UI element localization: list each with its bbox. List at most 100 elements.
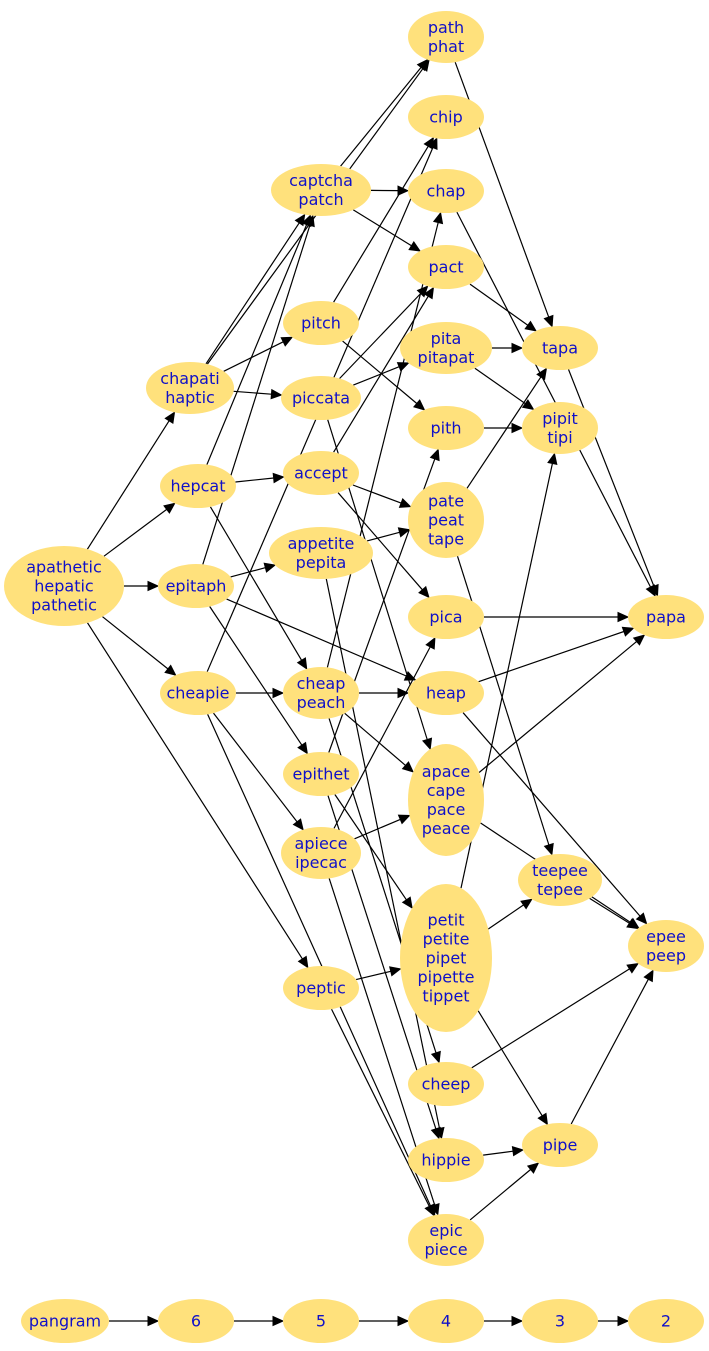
- node-shape: [408, 245, 484, 289]
- node-hepcat: hepcat: [160, 464, 236, 508]
- edge-line: [340, 67, 422, 167]
- edge-captcha-to-pact: [352, 209, 422, 252]
- edge-line: [213, 712, 298, 823]
- arrowhead-icon: [632, 634, 646, 646]
- node-shape: [522, 1123, 598, 1167]
- node-shape: [283, 1299, 359, 1343]
- edge-apathetic-to-cheapie: [102, 616, 177, 676]
- edge-line: [471, 968, 630, 1069]
- arrowhead-icon: [511, 1145, 525, 1157]
- node-label: peep: [646, 946, 686, 965]
- edge-line: [333, 646, 431, 829]
- node-label: pitch: [301, 314, 341, 333]
- edge-piccata-to-pita: [353, 362, 410, 386]
- edge-line: [103, 508, 168, 557]
- node-label: pipet: [426, 949, 467, 968]
- node-piccata: piccata: [281, 376, 361, 420]
- edge-cheap-to-heap: [359, 687, 410, 699]
- edge-heap-to-papa: [478, 626, 635, 683]
- arrowhead-icon: [397, 527, 411, 538]
- node-shape: [283, 966, 359, 1010]
- edge-line: [86, 420, 170, 550]
- node-label: tippet: [422, 987, 469, 1006]
- arrowhead-icon: [272, 687, 285, 699]
- edge-line: [202, 225, 311, 565]
- edge-line: [326, 222, 439, 668]
- node-shape: [158, 1299, 234, 1343]
- node-shape: [283, 752, 359, 796]
- node-label: pangram: [29, 1312, 101, 1331]
- edge-line: [337, 492, 423, 591]
- arrowhead-icon: [547, 452, 558, 466]
- node-label: hepcat: [170, 477, 225, 496]
- edge-captcha-to-chap: [370, 185, 410, 196]
- node-shape: [408, 671, 484, 715]
- edge-cheap-to-apace: [344, 712, 415, 773]
- node-pipe: pipe: [522, 1123, 598, 1167]
- node-label: chip: [429, 108, 463, 127]
- node-label: phat: [428, 37, 464, 56]
- node-shape: [408, 95, 484, 139]
- arrowhead-icon: [617, 1315, 630, 1327]
- node-shape: [408, 169, 484, 213]
- node-shape: [408, 406, 484, 450]
- node-label: epic: [429, 1221, 462, 1240]
- arrowhead-icon: [423, 286, 435, 300]
- node-shape: [408, 482, 484, 558]
- edge-line: [226, 598, 407, 677]
- node-label: piccata: [292, 389, 350, 408]
- arrowhead-icon: [296, 657, 308, 670]
- node-n3: 3: [522, 1299, 598, 1343]
- edge-line: [235, 477, 274, 483]
- node-label: heap: [426, 684, 466, 703]
- node-label: haptic: [165, 388, 215, 407]
- edge-line: [567, 369, 655, 587]
- node-shape: [160, 464, 236, 508]
- edge-line: [469, 1169, 531, 1221]
- node-shape: [158, 564, 234, 608]
- arrowhead-icon: [635, 912, 648, 925]
- edge-line: [206, 67, 424, 365]
- edge-line: [474, 367, 526, 405]
- node-label: peace: [422, 819, 470, 838]
- edge-line: [209, 606, 303, 746]
- node-label: pica: [429, 608, 462, 627]
- edge-petit-to-teepee: [487, 898, 533, 930]
- edge-accept-to-pact: [333, 286, 435, 453]
- arrowhead-icon: [429, 448, 440, 462]
- edge-cheapie-to-cheap: [236, 687, 285, 699]
- node-label: petite: [423, 930, 470, 949]
- node-label: tepee: [537, 880, 583, 899]
- arrowhead-icon: [397, 814, 411, 825]
- node-label: petit: [428, 911, 465, 930]
- arrowhead-icon: [401, 896, 413, 909]
- node-label: pipe: [543, 1136, 578, 1155]
- arrowhead-icon: [643, 969, 654, 983]
- edge-line: [86, 622, 303, 960]
- arrowhead-icon: [389, 966, 402, 977]
- node-peptic: peptic: [283, 966, 359, 1010]
- edge-accept-to-pate: [352, 484, 412, 508]
- node-tapa: tapa: [522, 326, 598, 370]
- node-label: epithet: [293, 765, 350, 784]
- node-label: cape: [427, 781, 466, 800]
- arrowhead-icon: [422, 737, 433, 751]
- edge-heap-to-epee: [462, 712, 648, 925]
- edge-line: [333, 145, 429, 303]
- edge-line: [469, 283, 529, 326]
- edge-line: [333, 295, 429, 453]
- arrowhead-icon: [147, 1315, 160, 1327]
- node-label: apathetic: [26, 558, 102, 577]
- edge-line: [589, 897, 630, 924]
- arrowhead-icon: [423, 136, 435, 150]
- edge-line: [209, 506, 303, 661]
- edge-line: [570, 979, 649, 1125]
- node-accept: accept: [283, 451, 359, 495]
- node-label: pate: [428, 492, 464, 511]
- node-pangram: pangram: [21, 1299, 109, 1343]
- node-label: 6: [191, 1312, 201, 1331]
- arrowhead-icon: [304, 214, 315, 228]
